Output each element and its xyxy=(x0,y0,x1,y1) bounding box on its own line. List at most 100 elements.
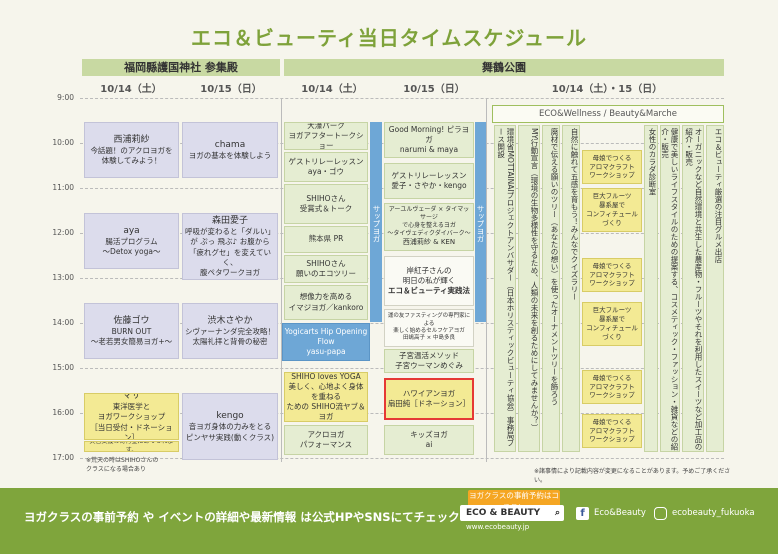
session-instructor: kengo xyxy=(216,411,244,422)
marche-column: 廃材で伝える願いのツリー（あなたの想い）を使ったオーナメントツリーを飾ろう xyxy=(542,125,560,452)
stage-session: キッズヨガ ai xyxy=(384,425,474,455)
session-line: Yogicarts Hip Opening Flow xyxy=(284,326,368,346)
footer-text: ヨガクラスの事前予約 xyxy=(24,510,139,524)
session-line: aya・ゴウ xyxy=(307,167,345,176)
facebook-link[interactable]: Eco&Beauty xyxy=(594,508,646,518)
stage-session: Good Morning! ピラヨガ narumi & maya xyxy=(384,122,474,158)
stage-session: 想像力を高める イマジヨガ／kankoro xyxy=(284,285,368,320)
session-line: シヴァーナンダ完全攻略！ xyxy=(185,326,275,336)
session-line: コンフィチュール xyxy=(586,210,638,218)
session-block: aya 腸活プログラム 〜Detox yoga〜 xyxy=(84,213,179,269)
workshop-block: 巨大フルーツ 暴系屋で コンフィチュール づくり xyxy=(582,302,642,346)
session-line: SHIHOさん xyxy=(306,258,346,268)
session-line: Good Morning! ピラヨガ xyxy=(388,124,470,144)
session-line: 巨大フルーツ xyxy=(592,306,632,315)
stage-session: ゲストリレーレッスン 愛子・さやか・kengo xyxy=(384,163,474,199)
session-line: コンフィチュール xyxy=(586,324,638,332)
session-line: アロマクラフト xyxy=(589,162,635,171)
instagram-link[interactable]: ecobeauty_fukuoka xyxy=(672,508,755,518)
workshop-block: 母娘でつくる アロマクラフト ワークショップ xyxy=(582,258,642,292)
session-line: づくり xyxy=(602,332,622,341)
time-label: 12:00 xyxy=(52,228,74,237)
session-line: 運の友ファスティングの専門家による xyxy=(387,313,471,327)
stage-session: 岸紅子さんの 明日の私が輝く エコ＆ビューティ実践法 xyxy=(384,256,474,306)
session-line: 呼吸が変わると「ダルい」 xyxy=(185,227,275,237)
donation-note: 災害支援の寄付金にあてられます。 xyxy=(84,441,179,452)
session-line: 大濠パーク xyxy=(307,122,345,130)
session-line: 体験してみよう！ xyxy=(101,156,162,166)
marche-column: エコ＆ビューティ厳選の注目グルメ出店 xyxy=(706,125,724,452)
session-line: 〜老若男女簡易ヨガ+〜 xyxy=(90,337,173,347)
column-divider xyxy=(281,98,282,462)
session-line: 願いのエコツリー xyxy=(296,269,356,278)
marche-column: MY行動宣言（環境の生物多様性を守るため、人類の未来を創るためにしてみませんか？… xyxy=(518,125,540,452)
session-line: イマジヨガ／kankoro xyxy=(288,302,364,312)
session-line: アクロヨガ xyxy=(307,429,345,439)
session-block: 西浦莉紗 今話題！のアクロヨガを 体験してみよう！ xyxy=(84,122,179,178)
sup-yoga-strip: サップヨガ xyxy=(475,122,486,322)
marche-header: ECO&Wellness / Beauty&Marche xyxy=(492,105,724,123)
session-line: narumi & maya xyxy=(399,145,459,155)
session-line: 子宮温活メソッド xyxy=(399,350,459,360)
venue-right-header: 舞鶴公園 xyxy=(284,59,724,76)
stage-session: アクロヨガ パフォーマンス xyxy=(284,425,368,455)
stage-session: 熊本県 PR xyxy=(284,226,368,253)
date-header: 10/15（日） xyxy=(200,84,262,95)
session-line: ワークショップ xyxy=(589,391,635,400)
session-line: ハワイアンヨガ xyxy=(402,388,456,398)
stage-session: ゲストリレーレッスン aya・ゴウ xyxy=(284,152,368,182)
session-line: 腹ペタワークヨガ xyxy=(200,267,260,277)
note-line: クラスになる場合あり xyxy=(86,466,146,473)
session-line: 母娘でつくる xyxy=(592,417,632,426)
site-search-box[interactable]: ECO & BEAUTY ⌕ xyxy=(460,505,564,521)
time-label: 17:00 xyxy=(52,453,74,462)
stage-session: 子宮温活メソッド 子宮ウーマンめぐみ xyxy=(384,349,474,373)
marche-column: 健康で美しいライフスタイルのための提案する、コスメティック・ファッション・雑貨な… xyxy=(660,125,680,452)
session-block: 渋木さやか シヴァーナンダ完全攻略！ 太陽礼拝と背骨の秘密 xyxy=(182,303,278,359)
session-block: kengo 音ヨガ身体の力みをとる ピンヤサ実践(動くクラス) xyxy=(182,393,278,460)
time-label: 16:00 xyxy=(52,408,74,417)
session-line: アロマクラフト xyxy=(589,270,635,279)
stage-session: SHIHO loves YOGA 美しく、心地よく身体を重ねる ための SHIH… xyxy=(284,372,368,422)
session-instructor: 西浦莉紗 xyxy=(113,134,150,145)
session-block: chama ヨガの基本を体験しよう xyxy=(182,122,278,178)
session-line: 扇田純［ドネーション］ xyxy=(387,399,471,408)
session-line: アーユルヴェーダ × タイマッサージ xyxy=(388,206,470,222)
time-label: 10:00 xyxy=(52,138,74,147)
footer-text: や xyxy=(142,510,155,524)
session-line: 熊本県 PR xyxy=(308,234,344,244)
footer-text: は公式HPやSNSにてチェック! xyxy=(300,510,465,524)
stage-session: Yogicarts Hip Opening Flow yasu-papa xyxy=(282,323,370,361)
session-line: 巨大フルーツ xyxy=(592,192,632,201)
session-line: SHIHO loves YOGA xyxy=(291,372,361,381)
site-url[interactable]: www.ecobeauty.jp xyxy=(466,523,530,531)
facebook-icon[interactable]: f xyxy=(576,507,589,520)
session-line: アロマクラフト xyxy=(589,426,635,435)
site-name: ECO & BEAUTY xyxy=(466,508,541,518)
session-line: 「疲れグセ」を変えていく、 xyxy=(188,247,272,267)
stage-session: 大濠パーク ヨガアフタートークショー xyxy=(284,122,368,150)
date-header: 10/14（土） xyxy=(301,84,363,95)
session-block: 森田愛子 呼吸が変わると「ダルい」 が ぷっ 飛ぶ♪ お腹から 「疲れグセ」を変… xyxy=(182,213,278,280)
workshop-block: 母娘でつくる アロマクラフト ワークショップ xyxy=(582,370,642,404)
session-line: 愛子・さやか・kengo xyxy=(391,181,467,190)
session-instructor: 森田愛子 xyxy=(211,216,248,227)
session-instructor: 佐藤ゴウ xyxy=(113,315,150,326)
page-title: エコ＆ビューティ当日タイムスケジュール xyxy=(191,26,587,50)
session-line: エコ＆ビューティ実践法 xyxy=(387,286,471,296)
sup-yoga-strip: サップヨガ xyxy=(370,122,382,322)
time-label: 15:00 xyxy=(52,363,74,372)
date-header: 10/14（土） xyxy=(100,84,162,95)
session-instructor: 渋木さやか xyxy=(207,315,253,326)
session-line: づくり xyxy=(602,218,622,227)
session-line: 田嶋高子 × 中島多良 xyxy=(402,335,456,342)
session-line: が ぷっ 飛ぶ♪ お腹から xyxy=(190,237,270,247)
instagram-icon[interactable] xyxy=(654,507,667,520)
session-line: ワークショップ xyxy=(589,435,635,444)
session-line: yasu-papa xyxy=(306,347,346,357)
session-instructor: aya xyxy=(123,225,140,236)
session-line: 暴系屋で xyxy=(599,201,625,210)
marche-column: オーガニックなど自然環境と共生した農産物・フルーツやそれを利用したスイーツなど加… xyxy=(682,125,704,452)
session-line: 受賞式＆トーク xyxy=(299,204,353,213)
date-header: 10/14（土）・15（日） xyxy=(551,84,663,95)
